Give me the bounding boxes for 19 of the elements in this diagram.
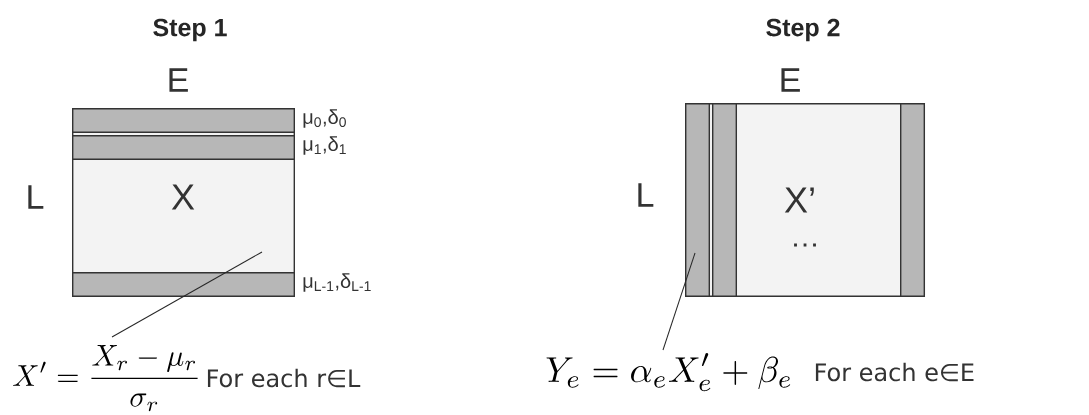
axis-label: E bbox=[781, 68, 800, 92]
statistics-label: μ$_{0}$,δ$_{0}$ bbox=[303, 109, 346, 128]
step-heading: Step 2 bbox=[766, 18, 840, 42]
matrix-row-bar bbox=[72, 272, 295, 297]
axis-label: E bbox=[169, 68, 188, 92]
statistics-label: μ$_{L-1}$,δ$_{L-1}$ bbox=[303, 273, 371, 292]
axis-label: L bbox=[638, 183, 654, 207]
matrix-column-bar bbox=[900, 103, 925, 297]
step-heading: Step 1 bbox=[153, 18, 227, 42]
matrix-row-bar bbox=[72, 135, 295, 160]
matrix-column-bar bbox=[712, 103, 737, 297]
formula: $Y_e = \alpha_e X'_e + \beta_e$ For each e∈E bbox=[546, 353, 974, 392]
statistics-label: μ$_{1}$,δ$_{1}$ bbox=[303, 136, 346, 155]
formula: $X' = \frac{X_r - \mu_r}{\sigma_r}$ For each r∈L bbox=[13, 345, 361, 412]
axis-label: L bbox=[28, 185, 44, 209]
matrix-column-bar bbox=[685, 103, 710, 297]
matrix-row-bar bbox=[72, 108, 295, 133]
leader-line bbox=[111, 251, 263, 338]
leader-line bbox=[662, 252, 696, 351]
